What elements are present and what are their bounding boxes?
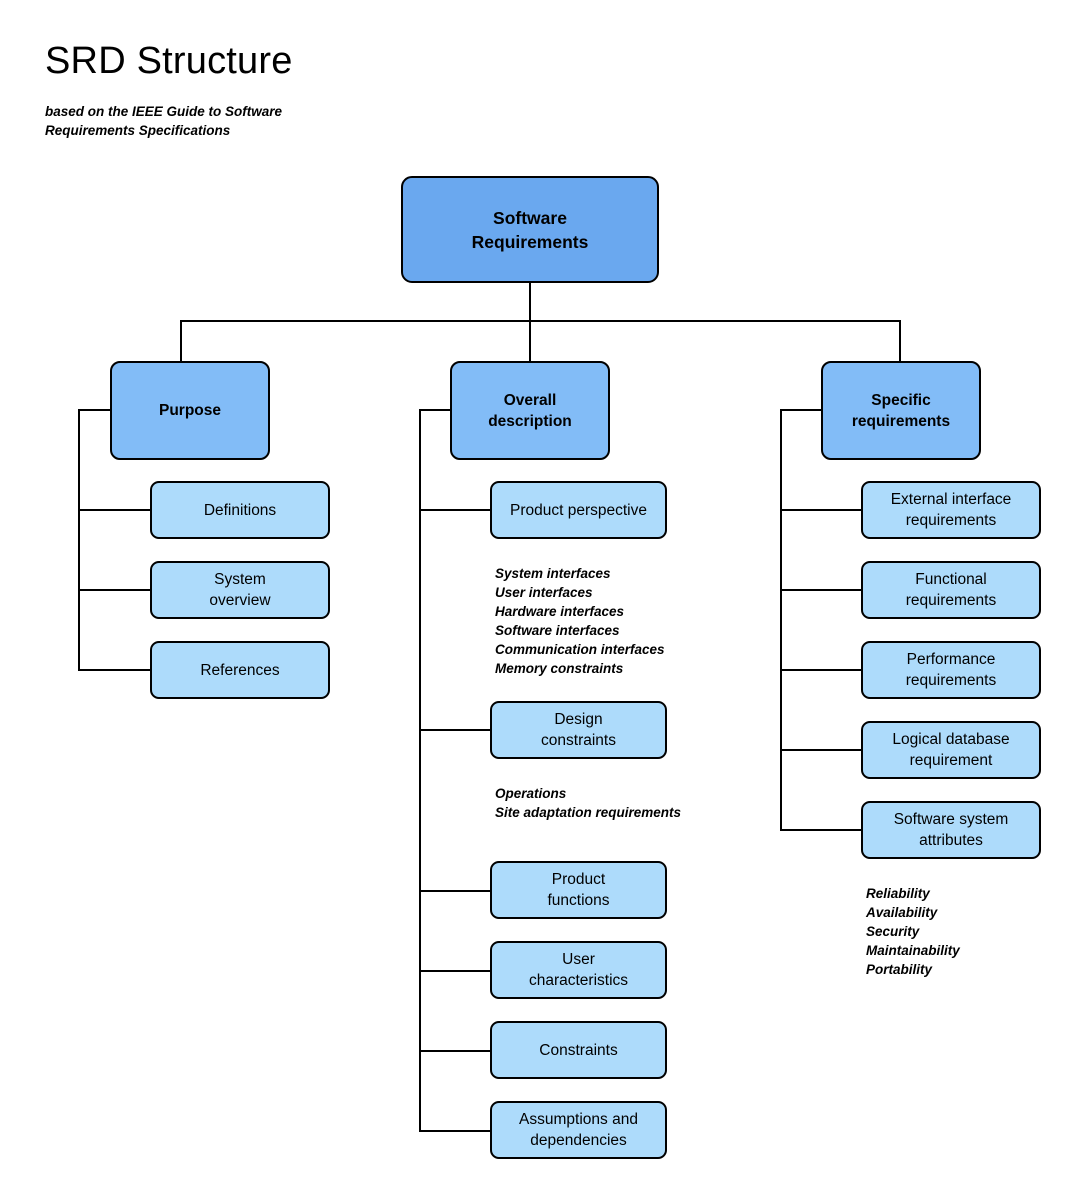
connector-stub-product-perspective xyxy=(419,509,491,511)
note-list-design-constraints: Operations Site adaptation requirements xyxy=(495,786,682,820)
connector-stub-definitions xyxy=(78,509,151,511)
page-title: SRD Structure xyxy=(45,40,293,82)
node-product-perspective[interactable]: Product perspective xyxy=(490,481,667,539)
connector-stub-assumptions xyxy=(419,1130,491,1132)
connector-stub-purpose-parent xyxy=(78,409,111,411)
node-functional-requirements[interactable]: Functional requirements xyxy=(861,561,1041,619)
page-subtitle: based on the IEEE Guide to Software Requ… xyxy=(45,104,283,138)
node-specific-requirements[interactable]: Specific requirements xyxy=(821,361,981,460)
connector-spine-purpose xyxy=(78,409,80,671)
connector-branch-bus xyxy=(180,320,901,322)
node-constraints[interactable]: Constraints xyxy=(490,1021,667,1079)
connector-spine-specific xyxy=(780,409,782,830)
note-list-product-perspective: System interfaces User interfaces Hardwa… xyxy=(495,566,665,676)
node-product-functions[interactable]: Product functions xyxy=(490,861,667,919)
node-software-system-attributes[interactable]: Software system attributes xyxy=(861,801,1041,859)
connector-drop-overall xyxy=(529,320,531,362)
connector-spine-overall xyxy=(419,409,421,1130)
connector-stub-constraints xyxy=(419,1050,491,1052)
connector-drop-purpose xyxy=(180,320,182,362)
node-assumptions-and-dependencies[interactable]: Assumptions and dependencies xyxy=(490,1101,667,1159)
note-list-software-system-attributes: Reliability Availability Security Mainta… xyxy=(866,886,960,977)
connector-stub-overall-parent xyxy=(419,409,451,411)
connector-stub-external-interface xyxy=(780,509,862,511)
node-external-interface-requirements[interactable]: External interface requirements xyxy=(861,481,1041,539)
connector-stub-performance xyxy=(780,669,862,671)
connector-stub-logical-database xyxy=(780,749,862,751)
connector-stub-design-constraints xyxy=(419,729,491,731)
connector-stub-specific-parent xyxy=(780,409,822,411)
node-design-constraints[interactable]: Design constraints xyxy=(490,701,667,759)
node-software-requirements[interactable]: Software Requirements xyxy=(401,176,659,283)
node-definitions[interactable]: Definitions xyxy=(150,481,330,539)
node-user-characteristics[interactable]: User characteristics xyxy=(490,941,667,999)
connector-root-stem xyxy=(529,283,531,322)
node-logical-database-requirement[interactable]: Logical database requirement xyxy=(861,721,1041,779)
connector-stub-functional xyxy=(780,589,862,591)
node-references[interactable]: References xyxy=(150,641,330,699)
connector-stub-references xyxy=(78,669,151,671)
node-overall-description[interactable]: Overall description xyxy=(450,361,610,460)
connector-drop-specific xyxy=(899,320,901,362)
connector-stub-software-system-attributes xyxy=(780,829,862,831)
connector-stub-system-overview xyxy=(78,589,151,591)
node-system-overview[interactable]: System overview xyxy=(150,561,330,619)
node-performance-requirements[interactable]: Performance requirements xyxy=(861,641,1041,699)
node-purpose[interactable]: Purpose xyxy=(110,361,270,460)
connector-stub-product-functions xyxy=(419,890,491,892)
connector-stub-user-characteristics xyxy=(419,970,491,972)
